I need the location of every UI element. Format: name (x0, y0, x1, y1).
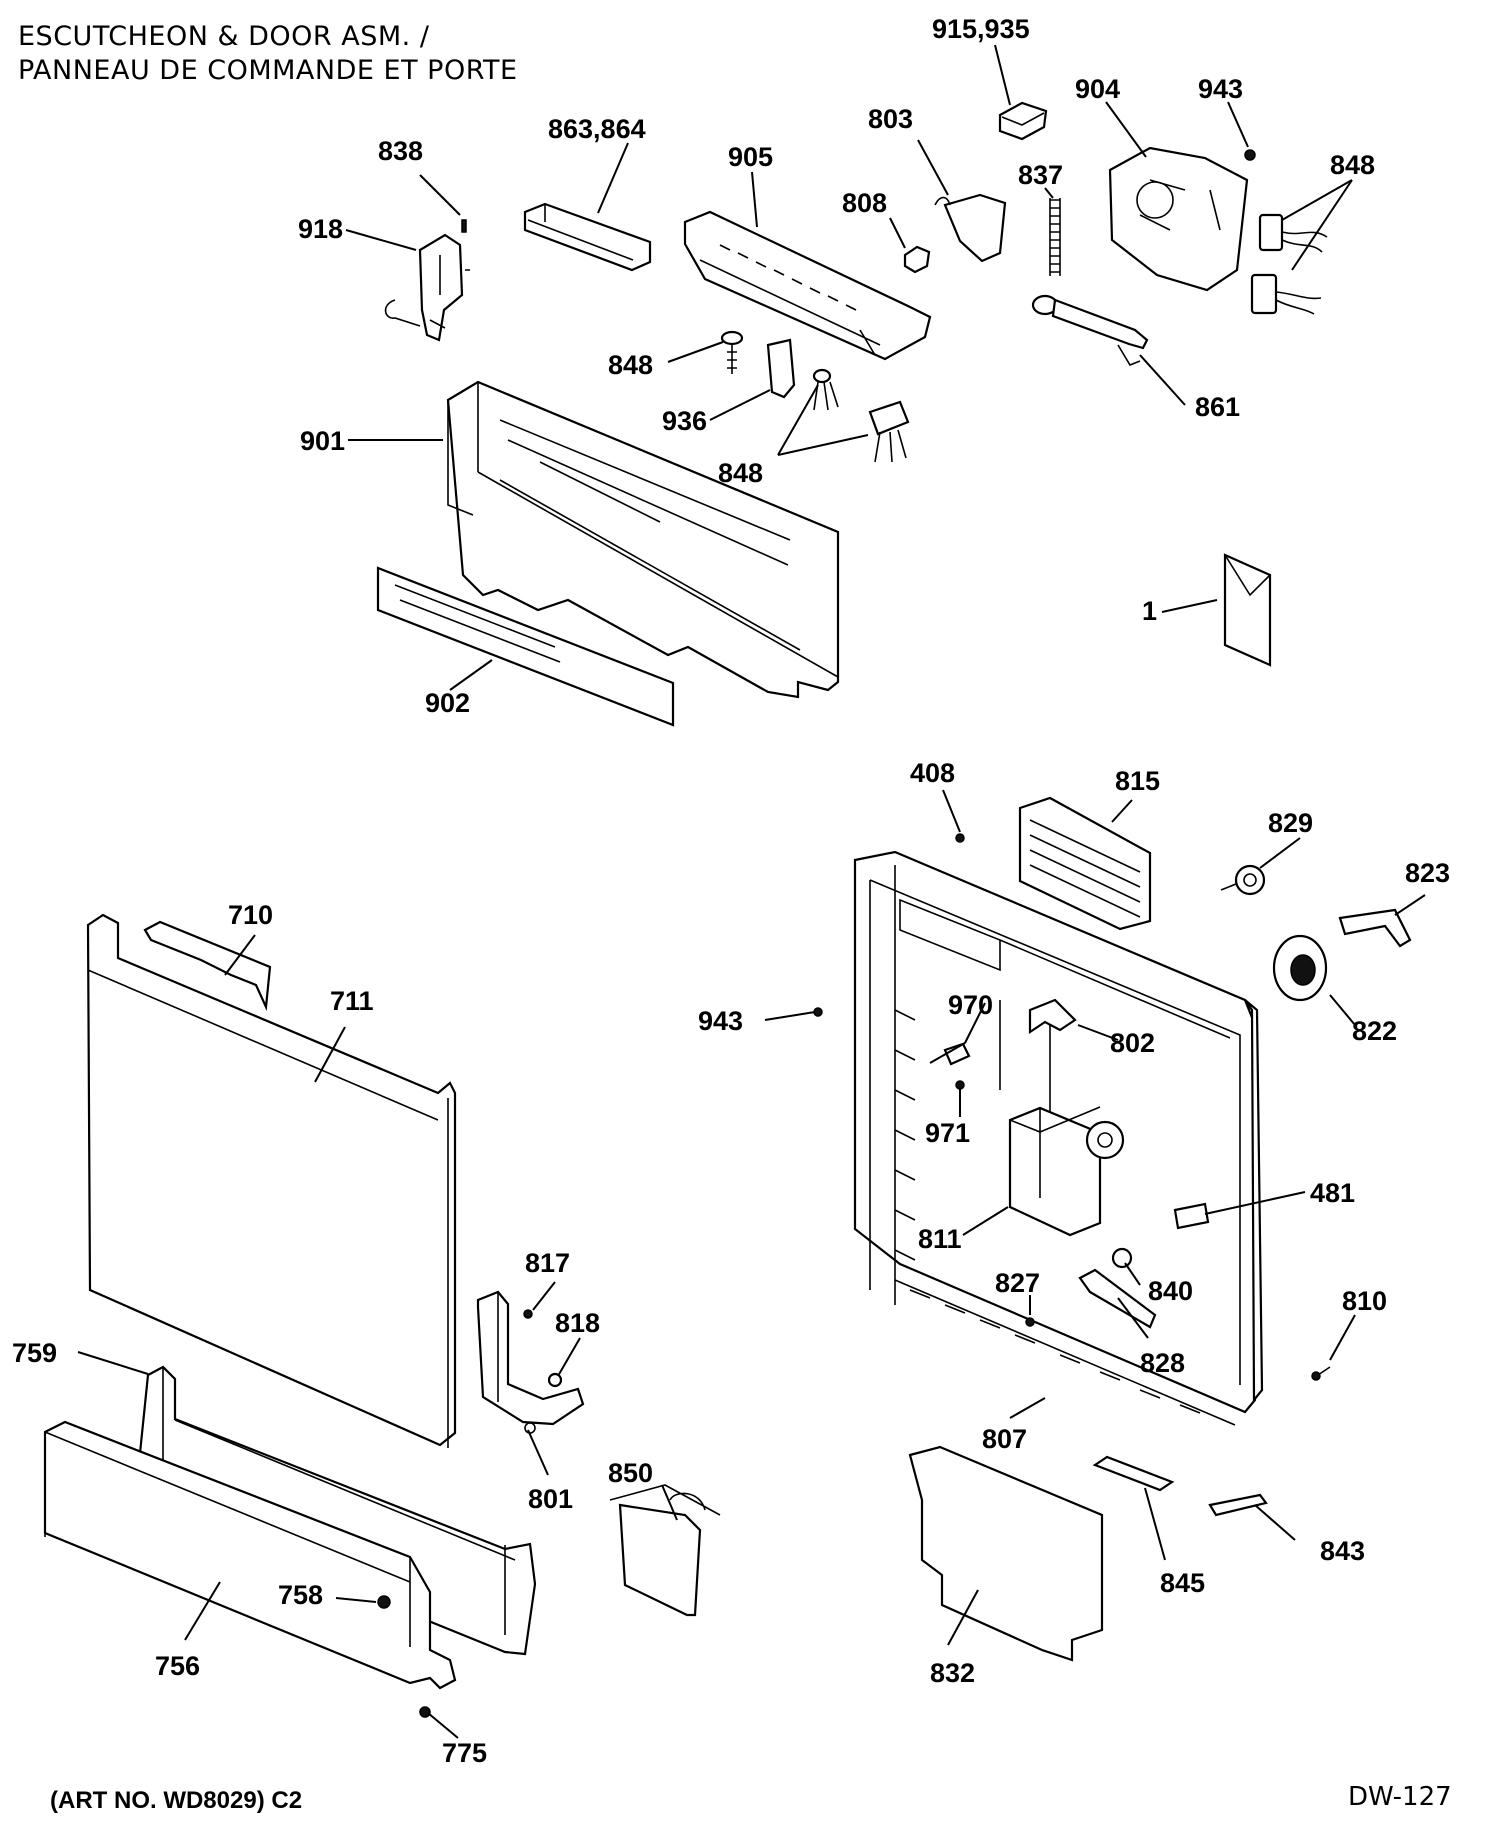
label-810: 810 (1342, 1286, 1387, 1316)
label-848-mid: 848 (718, 458, 763, 488)
label-808: 808 (842, 188, 887, 218)
part-971-clip (955, 1080, 965, 1090)
label-837: 837 (1018, 160, 1063, 190)
label-481: 481 (1310, 1178, 1355, 1208)
part-823-lever (1338, 908, 1412, 948)
part-943-screw-mid (813, 1007, 823, 1017)
label-756: 756 (155, 1651, 200, 1681)
label-811: 811 (918, 1224, 962, 1254)
label-943-top: 943 (1198, 74, 1243, 104)
label-817: 817 (525, 1248, 570, 1278)
label-829: 829 (1268, 808, 1313, 838)
label-711: 711 (330, 986, 374, 1016)
part-915-935-button (998, 101, 1048, 141)
part-803-switch (934, 193, 1007, 263)
label-971: 971 (925, 1118, 970, 1148)
diagram-code: DW-127 (1348, 1782, 1452, 1812)
part-848-screw-left (720, 330, 744, 374)
part-756-kick-panel (43, 1420, 457, 1690)
part-711-outer-panel (86, 913, 457, 1448)
label-827: 827 (995, 1268, 1040, 1298)
label-850: 850 (608, 1458, 653, 1488)
part-817-screw (523, 1309, 533, 1319)
part-863-864-handle (523, 202, 652, 272)
part-1-manual (1223, 553, 1272, 667)
label-848-top: 848 (1330, 150, 1375, 180)
label-901: 901 (300, 426, 345, 456)
part-818-screw (547, 1372, 563, 1388)
part-827-screw (1025, 1317, 1035, 1327)
part-802-actuator (1028, 998, 1077, 1035)
label-775: 775 (442, 1738, 487, 1768)
part-815-vent (1018, 796, 1152, 931)
part-861-latch-rod (1031, 294, 1149, 366)
label-759: 759 (12, 1338, 57, 1368)
label-803: 803 (868, 104, 913, 134)
part-801-hinge (476, 1290, 585, 1434)
label-902: 902 (425, 688, 470, 718)
label-408: 408 (910, 758, 955, 788)
part-840-ring (1111, 1247, 1133, 1269)
part-775-screw (419, 1706, 431, 1718)
label-943-mid: 943 (698, 1006, 743, 1036)
label-936: 936 (662, 406, 707, 436)
part-829-knob (1220, 864, 1266, 896)
part-848-connectors-top (1250, 213, 1328, 315)
part-481-label (1173, 1202, 1210, 1230)
label-970: 970 (948, 990, 993, 1020)
leader-lines (77, 44, 1426, 1739)
part-838-pin (461, 219, 467, 233)
part-943-screw-top (1244, 149, 1256, 161)
label-815: 815 (1115, 766, 1160, 796)
label-822: 822 (1352, 1016, 1397, 1046)
label-823: 823 (1405, 858, 1450, 888)
diagram-title-english: ESCUTCHEON & DOOR ASM. / (18, 21, 430, 52)
label-904: 904 (1075, 74, 1120, 104)
part-902-nameplate (376, 566, 675, 727)
part-936-light-pipe (766, 338, 796, 399)
label-818: 818 (555, 1308, 600, 1338)
label-1: 1 (1142, 596, 1157, 626)
part-850-bracket (609, 1484, 721, 1617)
label-861: 861 (1195, 392, 1240, 422)
label-758: 758 (278, 1580, 323, 1610)
part-918-bracket (384, 233, 470, 342)
part-710-trim (143, 920, 272, 1012)
callout-labels: 915,935 904 943 803 863,864 905 838 837 … (12, 14, 1450, 1768)
part-822-dial (1272, 934, 1328, 1002)
part-758-fastener (377, 1595, 391, 1609)
part-845-bracket (1092, 1455, 1175, 1492)
part-901-escutcheon (446, 380, 840, 699)
part-832-insulation (908, 1445, 1104, 1662)
label-802: 802 (1110, 1028, 1155, 1058)
label-863-864: 863,864 (548, 114, 646, 144)
part-808-knob (903, 245, 931, 274)
label-843: 843 (1320, 1536, 1365, 1566)
label-832: 832 (930, 1658, 975, 1688)
part-408-screw (955, 833, 965, 843)
diagram-title-french: PANNEAU DE COMMANDE ET PORTE (18, 55, 518, 86)
part-837-spring (1049, 198, 1061, 276)
label-918: 918 (298, 214, 343, 244)
label-710: 710 (228, 900, 273, 930)
label-801: 801 (528, 1484, 573, 1514)
label-828: 828 (1140, 1348, 1185, 1378)
label-905: 905 (728, 142, 773, 172)
label-848-left: 848 (608, 350, 653, 380)
part-848-wires-mid (812, 368, 910, 463)
label-807: 807 (982, 1424, 1027, 1454)
part-970-plug (943, 1042, 971, 1066)
art-number: (ART NO. WD8029) C2 (50, 1787, 303, 1814)
label-840: 840 (1148, 1276, 1193, 1306)
part-904-timer (1108, 146, 1249, 292)
part-811-dispenser (1008, 1106, 1125, 1237)
label-838: 838 (378, 136, 423, 166)
label-915-935: 915,935 (932, 14, 1030, 44)
part-905-control-board (683, 210, 932, 361)
part-843-strip (1208, 1493, 1268, 1517)
label-845: 845 (1160, 1568, 1205, 1598)
